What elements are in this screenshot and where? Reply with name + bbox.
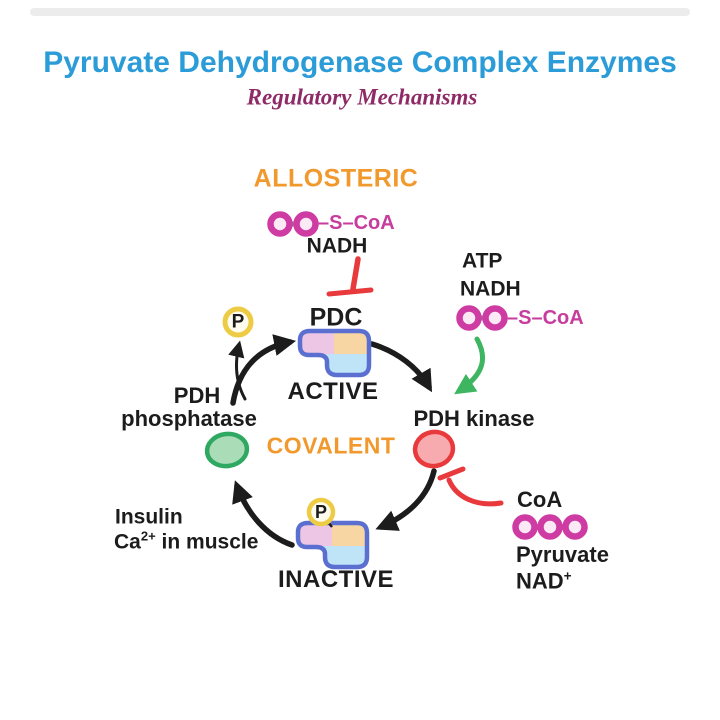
phosphate-circle-inactive <box>306 497 336 528</box>
phosphate-letter-released: P <box>231 311 245 333</box>
green-activation-arrow <box>454 336 486 395</box>
pyruvate-beads <box>512 514 588 540</box>
kinase-enzyme-blob <box>412 429 456 469</box>
red-inhibitor-top <box>326 256 374 297</box>
arrow-inactive-to-phosphatase <box>232 480 295 548</box>
covalent-label: COVALENT <box>266 432 396 459</box>
pdc-label: PDC <box>309 303 363 332</box>
phosphate-letter-inactive: P <box>314 502 328 522</box>
phosphate-circle-released <box>222 306 254 338</box>
ca-text: Ca <box>114 530 141 554</box>
atp-label: ATP <box>462 249 503 273</box>
acetyl-coa-beads-right <box>456 305 508 331</box>
acetyl-coa-label-top: –S–CoA <box>318 212 395 234</box>
pdh-phosphatase-label-line1: PDH <box>173 383 221 408</box>
arrow-kinase-to-inactive <box>375 468 437 531</box>
pdh-phosphatase-label-line2: phosphatase <box>121 406 257 431</box>
pdh-kinase-label: PDH kinase <box>413 406 535 431</box>
calcium-label: Ca2+ in muscle <box>114 528 259 554</box>
top-divider-bar <box>30 8 690 16</box>
allosteric-label: ALLOSTERIC <box>253 164 419 193</box>
nad-superscript: + <box>563 568 572 584</box>
pdc-inactive-enzyme-shape <box>295 520 370 570</box>
arrow-pdc-to-kinase <box>369 341 433 393</box>
insulin-label: Insulin <box>115 505 183 529</box>
arrow-phosphatase-to-pdc <box>230 334 296 406</box>
coa-label: CoA <box>517 487 563 512</box>
inactive-label: INACTIVE <box>277 566 395 593</box>
pdc-active-enzyme-shape <box>297 328 372 378</box>
page-title: Pyruvate Dehydrogenase Complex Enzymes <box>43 46 677 79</box>
pyruvate-label: Pyruvate <box>516 542 609 567</box>
active-label: ACTIVE <box>287 378 379 405</box>
nad-text: NAD <box>516 568 564 594</box>
page-subtitle: Regulatory Mechanisms <box>246 84 478 110</box>
arrow-phosphate-release <box>228 340 247 401</box>
phosphatase-enzyme-blob <box>204 431 250 469</box>
nadh-label-top: NADH <box>306 234 368 258</box>
nad-label: NAD+ <box>516 569 572 592</box>
red-inhibitor-right <box>437 466 504 507</box>
ca-superscript: 2+ <box>140 528 156 544</box>
ca-rest-text: in muscle <box>155 530 259 554</box>
acetyl-coa-beads-top <box>267 211 319 237</box>
acetyl-coa-label-right: –S–CoA <box>507 307 584 329</box>
nadh-label-right: NADH <box>460 277 521 301</box>
